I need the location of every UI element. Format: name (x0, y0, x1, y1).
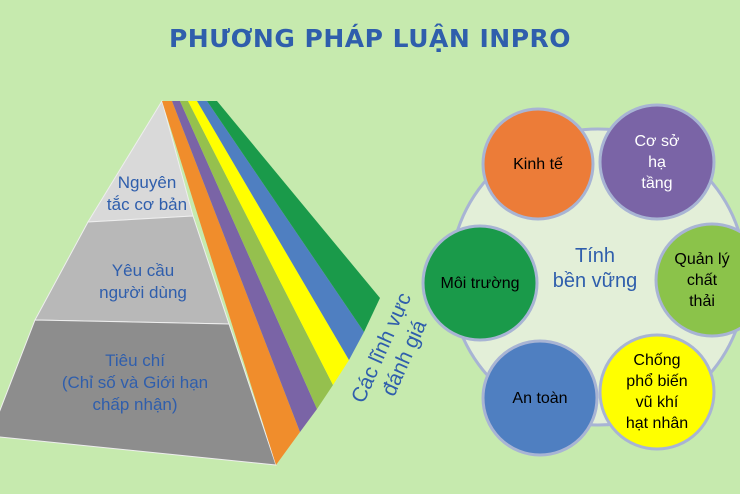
assessment-area-stripe-2 (172, 101, 317, 432)
assessment-area-stripe-3 (180, 101, 333, 409)
pyramid-label-criteria: Tiêu chí (Chỉ số và Giới hạn chấp nhận) (61, 351, 209, 414)
pyramid-label-user-requirements: Yêu cầu người dùng (99, 261, 187, 302)
assessment-area-stripe-4 (188, 101, 349, 385)
area-circle-waste-management (654, 222, 740, 338)
area-label-safety: An toàn (512, 390, 568, 407)
assessment-area-stripe-1 (162, 101, 300, 465)
area-circle-infrastructure (598, 103, 716, 221)
area-circle-proliferation-resistance (598, 333, 716, 451)
wheel-center-label: Tính bền vững (552, 245, 638, 292)
area-label-infrastructure: Cơ sở hạ tầng (634, 133, 680, 192)
area-label-economy: Kinh tế (513, 156, 563, 173)
assessment-area-stripe-5 (197, 101, 364, 360)
area-circle-economy (481, 107, 595, 221)
pyramid-label-principles: Nguyên tắc cơ bản (106, 173, 188, 214)
area-circle-environment (421, 224, 539, 342)
area-label-environment: Môi trường (440, 275, 520, 292)
page-title: PHƯƠNG PHÁP LUẬN INPRO (168, 24, 572, 53)
area-label-waste-management: Quản lý chất thải (674, 251, 730, 310)
area-circle-safety (481, 339, 599, 457)
area-label-proliferation-resistance: Chống phổ biến vũ khí hạt nhân (625, 352, 689, 432)
assessment-area-stripe-6 (207, 101, 380, 332)
